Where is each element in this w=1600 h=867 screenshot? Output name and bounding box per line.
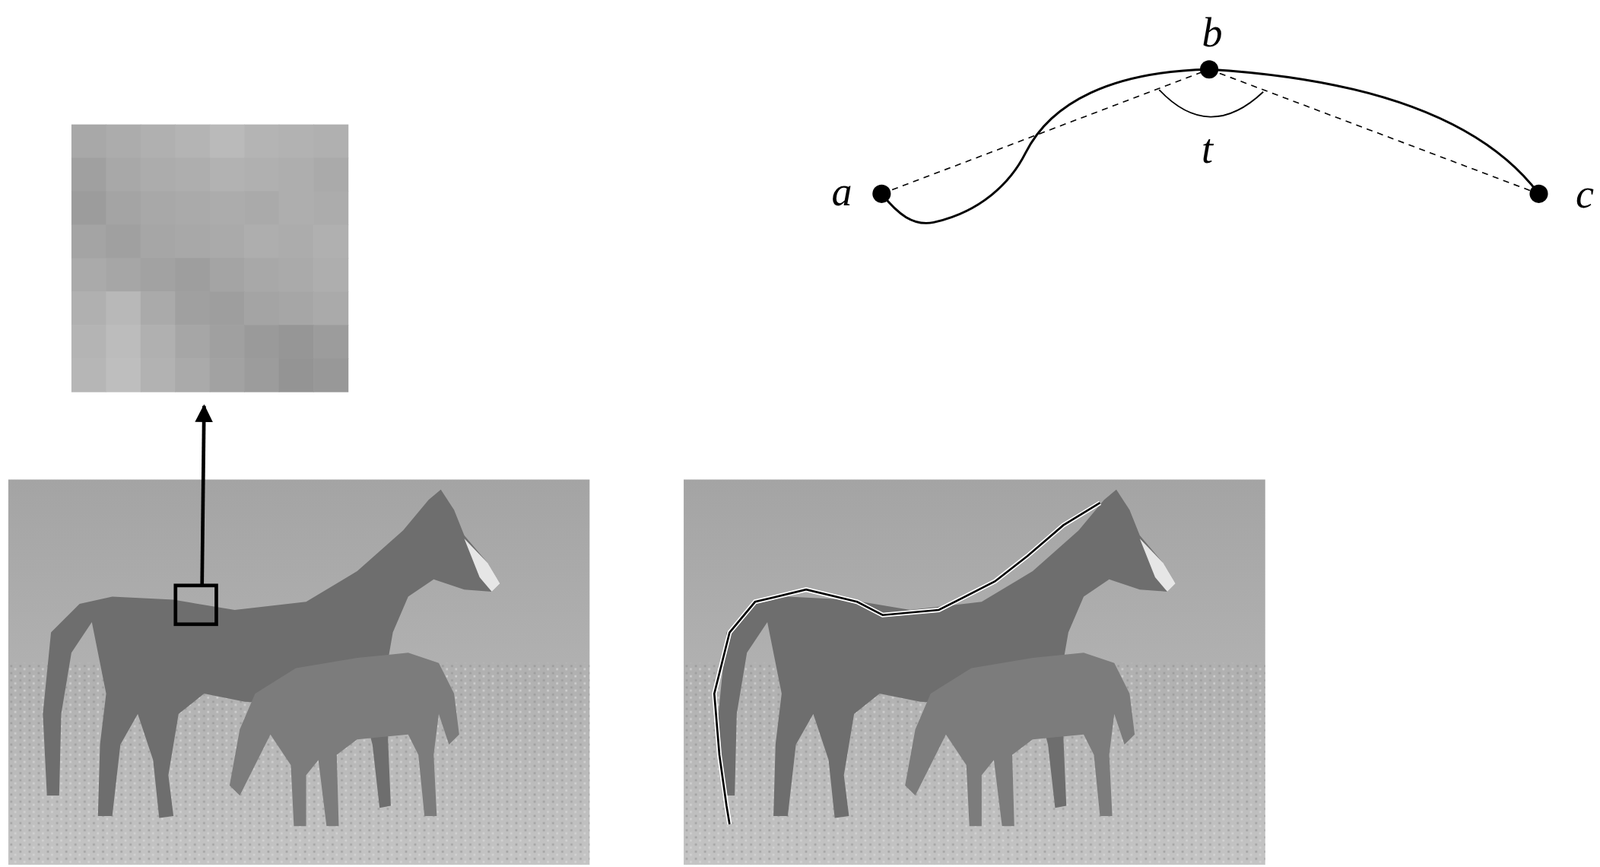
- pixel-cell: [174, 358, 210, 393]
- pixel-cell: [174, 257, 210, 293]
- horse-photo: [8, 479, 591, 865]
- pixel-cell: [244, 158, 280, 193]
- pixel-cell: [209, 291, 245, 326]
- pixel-cell: [105, 291, 141, 326]
- pixel-cell: [209, 190, 245, 226]
- pixel-cell: [174, 124, 210, 159]
- pixel-cell: [105, 358, 141, 393]
- pixel-cell: [105, 324, 141, 359]
- pixel-cell: [174, 190, 210, 226]
- pixel-cell: [140, 158, 176, 193]
- pixel-cell: [174, 224, 210, 259]
- pixel-cell: [279, 324, 315, 359]
- patch-box: [175, 585, 217, 625]
- pixel-cell: [313, 358, 349, 393]
- pixel-cell: [313, 158, 349, 193]
- pixel-cell: [140, 124, 176, 159]
- pixel-cell: [105, 190, 141, 226]
- pixel-cell: [209, 124, 245, 159]
- pixel-cell: [71, 358, 107, 393]
- point-label: c: [1575, 173, 1594, 215]
- pixel-cell: [244, 358, 280, 393]
- pixel-cell: [105, 257, 141, 293]
- pixel-cell: [313, 124, 349, 159]
- point-label: b: [1202, 12, 1223, 54]
- pixel-cell: [140, 224, 176, 259]
- pixel-cell: [140, 190, 176, 226]
- pixel-cell: [71, 324, 107, 359]
- pixel-cell: [279, 158, 315, 193]
- pixel-cell: [279, 291, 315, 326]
- horse-photo: [683, 479, 1266, 865]
- pixel-cell: [244, 257, 280, 293]
- pixel-cell: [279, 257, 315, 293]
- pixel-cell: [209, 358, 245, 393]
- pixel-cell: [105, 124, 141, 159]
- pixel-cell: [313, 190, 349, 226]
- pixel-cell: [244, 224, 280, 259]
- pixel-cell: [140, 324, 176, 359]
- pixel-grid: [71, 124, 349, 393]
- zoom-arrow: [202, 406, 205, 586]
- pixel-cell: [140, 358, 176, 393]
- pixel-cell: [105, 158, 141, 193]
- pixel-cell: [279, 124, 315, 159]
- point-label: a: [831, 171, 853, 213]
- pixel-cell: [71, 257, 107, 293]
- pixel-cell: [244, 291, 280, 326]
- pixel-cell: [209, 224, 245, 259]
- pixel-cell: [244, 124, 280, 159]
- pixel-cell: [313, 224, 349, 259]
- pixel-cell: [244, 324, 280, 359]
- pixel-cell: [71, 190, 107, 226]
- pixel-cell: [279, 190, 315, 226]
- pixel-cell: [244, 190, 280, 226]
- pixel-cell: [279, 224, 315, 259]
- pixel-cell: [313, 291, 349, 326]
- point-label: t: [1201, 128, 1213, 170]
- pixel-cell: [209, 257, 245, 293]
- pixel-cell: [174, 291, 210, 326]
- pixel-cell: [174, 158, 210, 193]
- pixel-cell: [71, 291, 107, 326]
- pixel-cell: [71, 158, 107, 193]
- pixel-cell: [140, 257, 176, 293]
- pixel-cell: [71, 124, 107, 159]
- pixel-cell: [209, 158, 245, 193]
- pixel-cell: [313, 324, 349, 359]
- pixel-cell: [71, 224, 107, 259]
- pixel-cell: [174, 324, 210, 359]
- pixel-cell: [105, 224, 141, 259]
- curve-sketch: [872, 60, 1548, 223]
- pixel-cell: [209, 324, 245, 359]
- pixel-cell: [279, 358, 315, 393]
- contour: [714, 502, 1100, 824]
- pixel-cell: [140, 291, 176, 326]
- pixel-cell: [313, 257, 349, 293]
